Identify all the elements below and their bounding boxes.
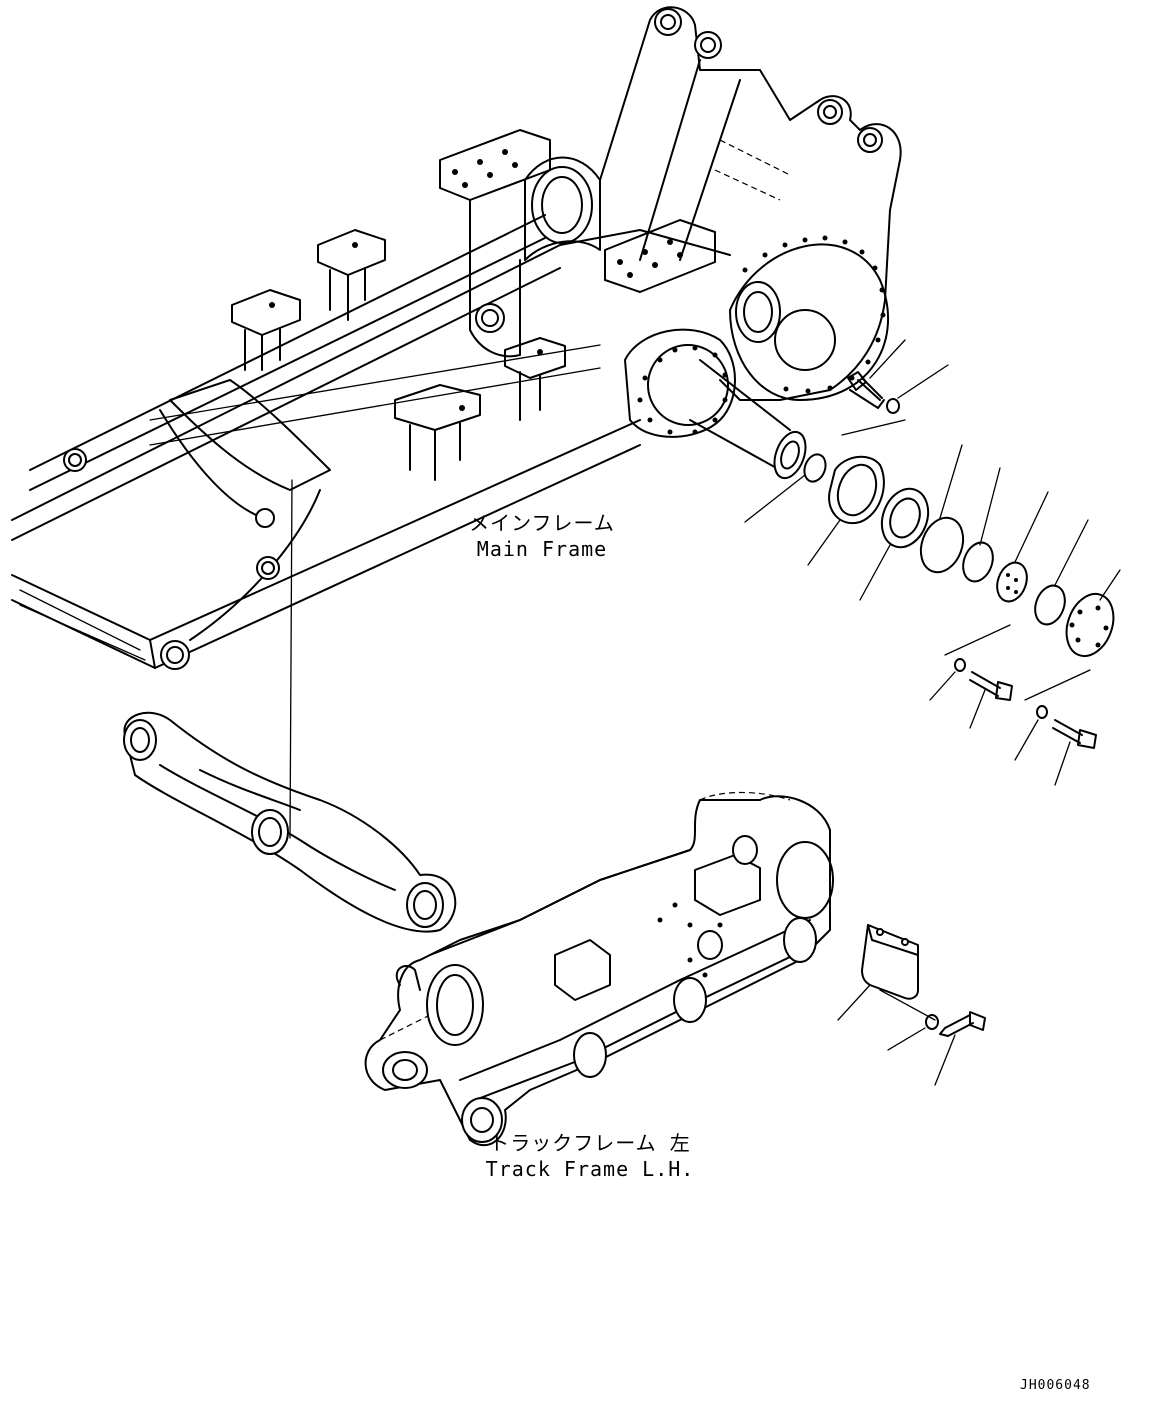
cover-plate-large: [1065, 593, 1115, 657]
main-frame: [11, 6, 902, 670]
bolt-2: [969, 671, 1013, 701]
bolt-1: [847, 371, 885, 409]
o-ring-3: [962, 541, 994, 583]
exploded-parts: [744, 339, 1121, 786]
bolt-3: [1052, 719, 1097, 749]
track-frame: [364, 791, 986, 1147]
cover-plate-small: [996, 561, 1028, 603]
washer-4: [925, 1014, 939, 1030]
track-frame-label-en: Track Frame L.H.: [485, 1157, 695, 1181]
drawing-code: JH006048: [1020, 1378, 1091, 1393]
main-frame-label-en: Main Frame: [476, 537, 608, 561]
track-frame-label-jp: トラックフレーム 左: [489, 1131, 691, 1155]
guard-plate: [861, 924, 919, 1000]
retainer-plate: [828, 455, 885, 525]
bolt-4: [939, 1011, 986, 1037]
washer-1: [886, 398, 900, 414]
o-ring-2: [919, 516, 965, 574]
o-ring-1: [803, 453, 827, 483]
seal: [880, 487, 930, 549]
main-frame-label-jp: メインフレーム: [469, 511, 615, 535]
o-ring-4: [1034, 584, 1066, 626]
washer-2: [954, 658, 966, 672]
washer-3: [1036, 705, 1048, 719]
equalizer-bar: [123, 711, 457, 933]
